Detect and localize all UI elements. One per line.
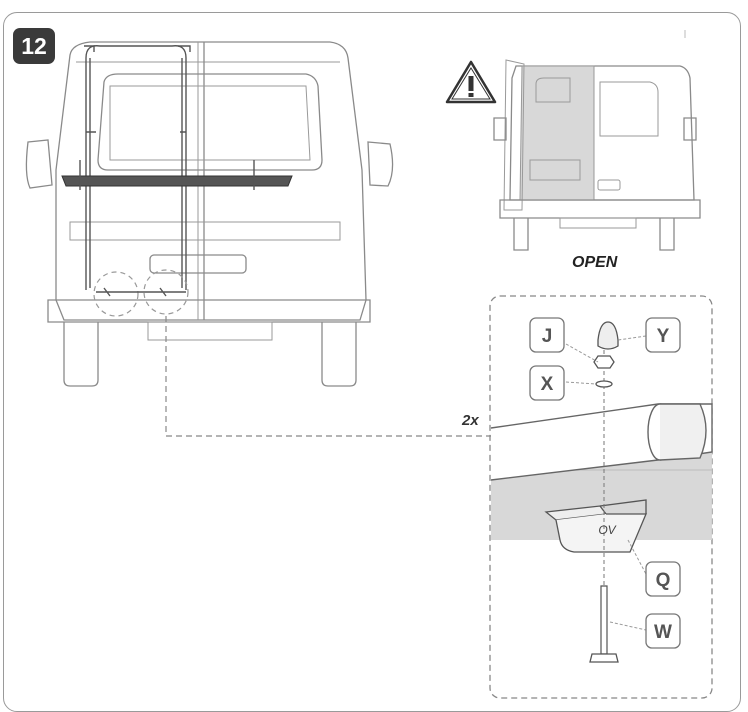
- part-label-q-text: Q: [656, 570, 671, 591]
- part-label-w-text: W: [654, 622, 672, 643]
- warning-triangle-icon: [445, 60, 497, 104]
- part-label-y: Y: [645, 317, 681, 353]
- part-label-y-text: Y: [657, 326, 670, 347]
- detail-panel: [489, 295, 713, 699]
- part-label-j-text: J: [542, 326, 553, 347]
- bracket-marking: OV: [598, 523, 616, 537]
- part-label-w: W: [645, 613, 681, 649]
- van-open-view: [493, 59, 701, 251]
- detail-assembly: [490, 321, 713, 663]
- part-label-x-text: X: [541, 374, 554, 395]
- multiplier-label: 2x: [461, 412, 479, 429]
- step-number-badge: 12: [13, 28, 55, 64]
- part-label-j: J: [529, 317, 565, 353]
- leader-line: [165, 316, 494, 437]
- part-label-q: Q: [645, 561, 681, 597]
- part-label-x: X: [529, 365, 565, 401]
- van-rear-view: [25, 41, 394, 387]
- open-label: OPEN: [572, 254, 618, 271]
